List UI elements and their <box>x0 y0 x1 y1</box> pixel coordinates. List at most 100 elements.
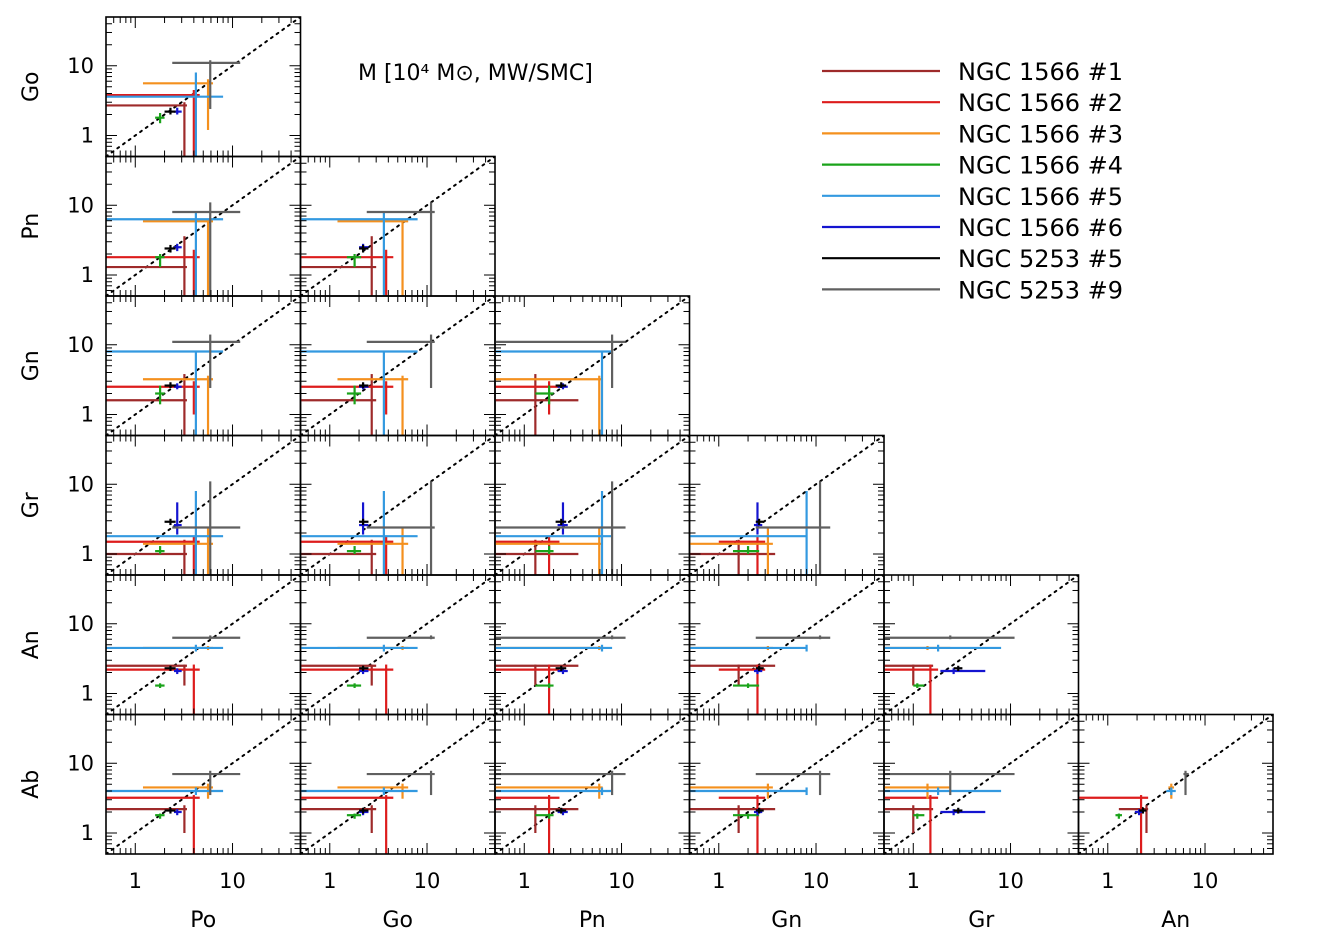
series-mark <box>300 491 418 575</box>
x-tick-label: 1 <box>323 869 336 893</box>
panel-data <box>106 770 241 854</box>
series-mark <box>366 202 435 296</box>
series-mark <box>718 795 766 854</box>
series-mark <box>732 813 760 819</box>
series-mark <box>346 813 362 819</box>
series-mark <box>495 491 613 575</box>
panel-ticks <box>883 574 1079 715</box>
series-mark <box>172 60 241 109</box>
one-to-one-line <box>106 296 301 436</box>
series-mark <box>300 795 394 854</box>
series-mark <box>495 644 613 652</box>
series-mark <box>300 644 418 652</box>
panel-ticks <box>300 714 496 855</box>
series-mark <box>366 635 435 640</box>
legend-entry: NGC 1566 #3 <box>822 120 1123 148</box>
series-mark <box>106 72 224 157</box>
legend-label: NGC 1566 #4 <box>958 152 1123 180</box>
panel-data <box>689 635 831 715</box>
panel-data <box>106 60 241 157</box>
series-mark <box>106 664 200 715</box>
series-mark <box>106 102 187 157</box>
series-mark <box>940 809 986 816</box>
series-mark <box>173 502 182 535</box>
y-tick-label: 10 <box>67 193 94 217</box>
series-mark <box>555 518 567 526</box>
series-mark <box>495 664 579 686</box>
one-to-one-line <box>300 435 495 575</box>
x-tick-label: 10 <box>219 869 246 893</box>
series-mark <box>495 334 626 388</box>
panel-ticks <box>300 156 496 297</box>
panel-An-vs-Go <box>299 574 496 716</box>
legend-entry: NGC 5253 #9 <box>822 276 1123 304</box>
one-to-one-line <box>106 714 301 854</box>
panel-Gn-vs-Pn <box>494 295 691 437</box>
series-mark <box>718 536 766 575</box>
x-tick-label: 10 <box>803 869 830 893</box>
series-mark <box>173 809 182 816</box>
series-mark <box>495 795 560 854</box>
series-mark <box>164 244 176 253</box>
series-mark <box>300 381 394 415</box>
panel-ticks <box>1078 714 1274 855</box>
one-to-one-line <box>1078 714 1273 854</box>
series-mark <box>689 805 776 834</box>
x-axis-label: Gr <box>968 908 995 933</box>
series-mark <box>106 536 200 575</box>
series-mark <box>106 787 224 796</box>
series-mark <box>495 787 613 796</box>
legend-entry: NGC 1566 #6 <box>822 214 1123 242</box>
series-mark <box>106 212 224 296</box>
series-mark <box>953 665 963 672</box>
series-mark <box>953 807 963 814</box>
series-mark <box>884 635 1015 640</box>
panel-data <box>300 202 435 296</box>
series-mark <box>164 665 176 672</box>
panel-An-vs-Pn <box>494 574 691 716</box>
legend-label: NGC 1566 #2 <box>958 89 1123 117</box>
panel-An-vs-Gn <box>688 574 885 716</box>
series-mark <box>164 107 176 115</box>
y-tick-label: 10 <box>67 333 94 357</box>
panel-data <box>106 202 241 296</box>
panel-Gr-vs-Pn <box>494 434 691 576</box>
one-to-one-line <box>300 714 495 854</box>
series-mark <box>173 383 182 390</box>
one-to-one-line <box>300 575 495 715</box>
one-to-one-line <box>495 296 690 436</box>
series-mark <box>359 502 369 535</box>
panel-ticks <box>494 574 690 715</box>
one-to-one-line <box>106 156 301 296</box>
series-mark <box>755 665 764 672</box>
panel-ticks <box>883 714 1079 855</box>
one-to-one-line <box>106 17 301 157</box>
panel-data <box>300 770 435 854</box>
series-mark <box>155 113 165 124</box>
series-mark <box>106 374 187 436</box>
series-mark <box>884 805 934 834</box>
series-mark <box>164 518 176 526</box>
panel-data <box>300 481 435 575</box>
legend-entry: NGC 1566 #2 <box>822 89 1123 117</box>
panel-data <box>495 635 626 715</box>
y-tick-label: 1 <box>81 403 94 427</box>
y-axis-label: An <box>19 630 44 659</box>
one-to-one-line <box>495 435 690 575</box>
panel-data <box>300 334 435 436</box>
x-tick-label: 1 <box>129 869 142 893</box>
panel-ticks <box>494 295 690 436</box>
y-tick-label: 10 <box>67 472 94 496</box>
one-to-one-line <box>495 575 690 715</box>
one-to-one-line <box>495 714 690 854</box>
one-to-one-line <box>106 575 301 715</box>
series-mark <box>106 539 187 575</box>
